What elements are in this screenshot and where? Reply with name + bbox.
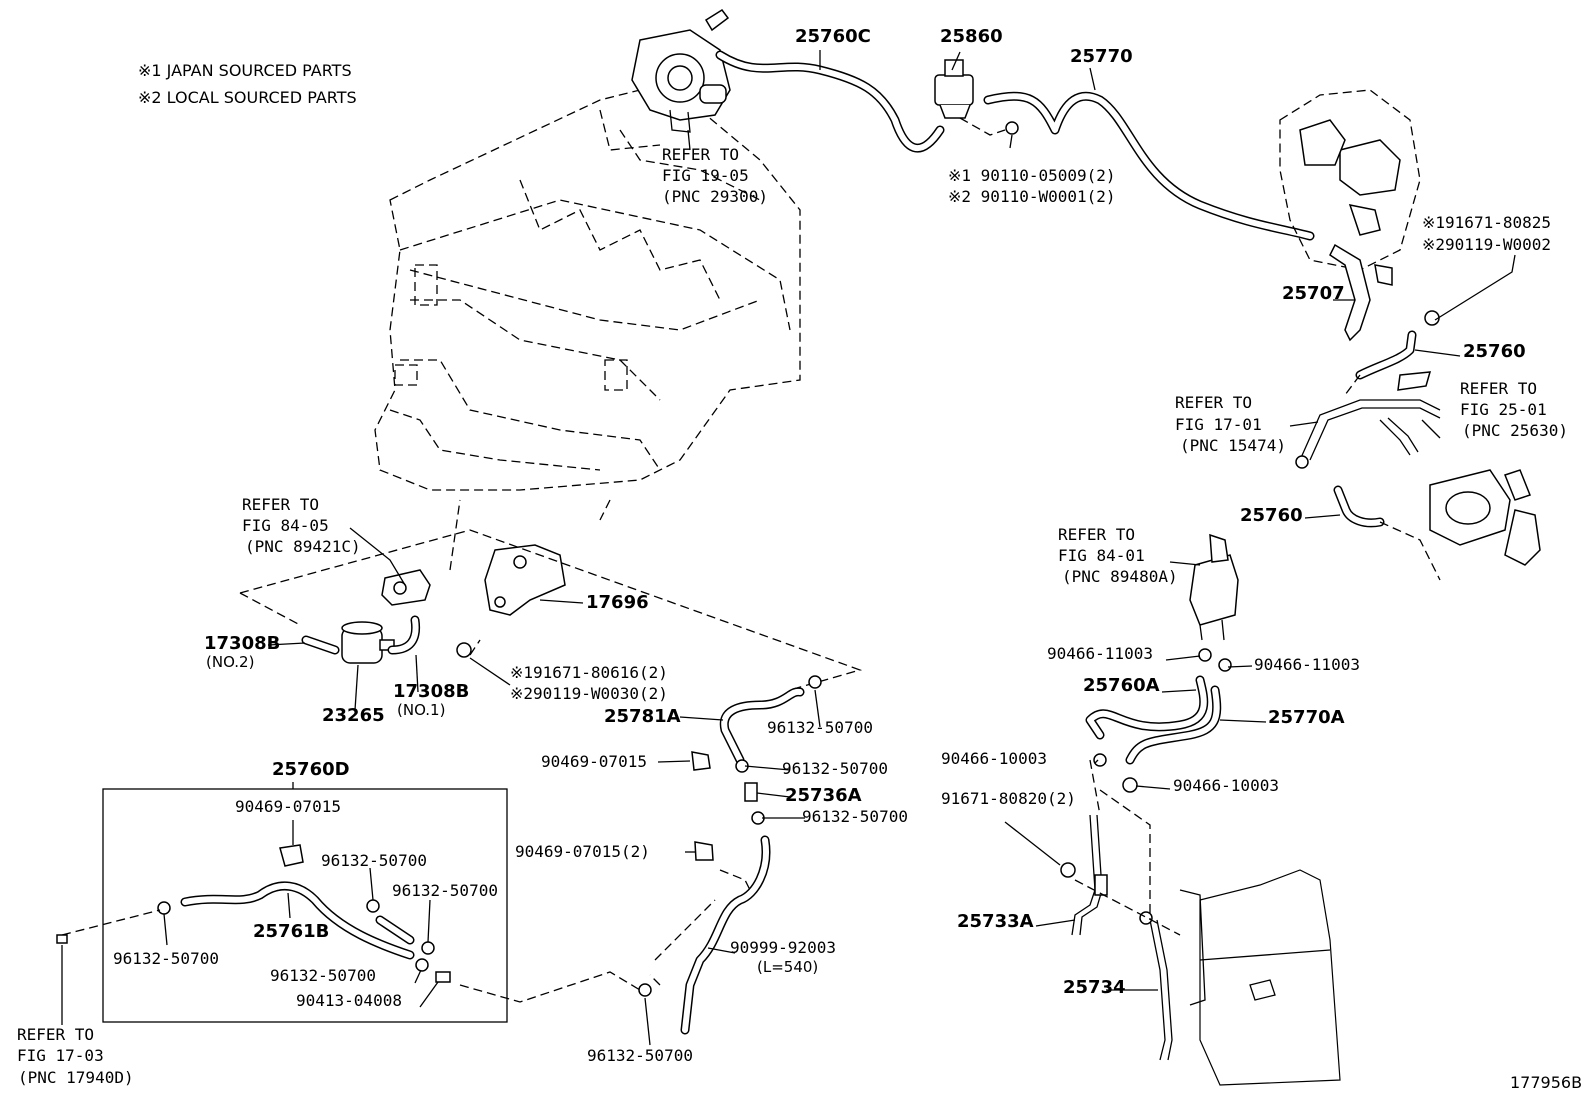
box-clamp-96132-a: 96132-50700 bbox=[321, 851, 427, 870]
filter-23265 bbox=[341, 621, 395, 664]
label-25760A: 25760A bbox=[1083, 675, 1160, 696]
guide-lines-right bbox=[1074, 374, 1441, 936]
bolt-90110-W0001: ※2 90110-W0001(2) bbox=[948, 187, 1116, 206]
hose-25770A bbox=[1125, 685, 1222, 765]
ref-17-03-line1: REFER TO bbox=[17, 1025, 94, 1044]
figure-id: 177956B bbox=[1510, 1073, 1582, 1092]
guide-lines-left bbox=[239, 499, 863, 691]
hose-25760-lower bbox=[1333, 485, 1385, 528]
note-japan-sourced: ※1 JAPAN SOURCED PARTS bbox=[138, 61, 352, 80]
hose-90999-92003: 90999-92003 bbox=[730, 938, 836, 957]
ref-25-01-line2: FIG 25-01 bbox=[1460, 400, 1547, 419]
label-25734: 25734 bbox=[1063, 977, 1126, 998]
ref-17-03-line2: FIG 17-03 bbox=[17, 1046, 104, 1065]
hose-length: (L=540) bbox=[757, 958, 818, 976]
bolt-left bbox=[456, 642, 472, 658]
ref-19-05-line3: (PNC 29300) bbox=[662, 187, 768, 206]
box-clip-90413-04008: 90413-04008 bbox=[296, 991, 402, 1010]
box-parts bbox=[56, 844, 641, 1003]
hose-25781A bbox=[719, 687, 805, 765]
transmission bbox=[1179, 869, 1341, 1086]
hose-25760-upper bbox=[1355, 330, 1417, 380]
hose-17308B bbox=[301, 615, 421, 655]
ref-84-05-line3: (PNC 89421C) bbox=[245, 537, 361, 556]
bracket-25707 bbox=[1329, 243, 1440, 342]
clamp-96132-50700-b: 96132-50700 bbox=[782, 759, 888, 778]
label-17308B-no2: 17308B bbox=[204, 633, 280, 654]
label-25736A: 25736A bbox=[785, 785, 862, 806]
label-25781A: 25781A bbox=[604, 706, 681, 727]
vsv-84-01 bbox=[1189, 533, 1239, 641]
ref-84-01-line3: (PNC 89480A) bbox=[1062, 567, 1178, 586]
bolt-91671-80825: ※191671-80825 bbox=[1422, 213, 1551, 232]
leader-lines bbox=[61, 50, 1516, 1046]
label-25760D: 25760D bbox=[272, 759, 350, 780]
label-25760C: 25760C bbox=[795, 26, 871, 47]
box-clamp-96132-b: 96132-50700 bbox=[392, 881, 498, 900]
vacuum-pump bbox=[631, 8, 731, 133]
ref-25-01-line3: (PNC 25630) bbox=[1462, 421, 1568, 440]
ref-84-05-line2: FIG 84-05 bbox=[242, 516, 329, 535]
clamp-96132-50700-bottom: 96132-50700 bbox=[587, 1046, 693, 1065]
clamps-96132-center bbox=[638, 675, 822, 997]
ref-19-05-line1: REFER TO bbox=[662, 145, 739, 164]
box-clamp-96132-d: 96132-50700 bbox=[270, 966, 376, 985]
label-17308B-no1: 17308B bbox=[393, 681, 469, 702]
label-25733A: 25733A bbox=[957, 911, 1034, 932]
ref-17-03-line3: (PNC 17940D) bbox=[18, 1068, 134, 1087]
ref-17-01-line2: FIG 17-01 bbox=[1175, 415, 1262, 434]
label-17696: 17696 bbox=[586, 592, 649, 613]
label-25860: 25860 bbox=[940, 26, 1003, 47]
ref-84-01-line2: FIG 84-01 bbox=[1058, 546, 1145, 565]
bracket-17696 bbox=[484, 544, 566, 616]
label-no1: (NO.1) bbox=[397, 701, 445, 719]
hose-90999 bbox=[680, 835, 771, 1035]
label-no2: (NO.2) bbox=[206, 653, 254, 671]
ref-84-05-line1: REFER TO bbox=[242, 495, 319, 514]
hose-25760A bbox=[1085, 675, 1209, 740]
ref-84-01-line1: REFER TO bbox=[1058, 525, 1135, 544]
label-25770: 25770 bbox=[1070, 46, 1133, 67]
pipes-25733A-25734 bbox=[1060, 814, 1173, 1061]
clamps-90466 bbox=[1093, 648, 1232, 793]
clamp-90466-10003-left: 90466-10003 bbox=[941, 749, 1047, 768]
ref-25-01-line1: REFER TO bbox=[1460, 379, 1537, 398]
box-25760D bbox=[102, 788, 508, 1023]
hose-25760C bbox=[715, 50, 945, 153]
bolt-91671-80820: 91671-80820(2) bbox=[941, 789, 1076, 808]
label-25770A: 25770A bbox=[1268, 707, 1345, 728]
turbo-housing bbox=[1279, 89, 1421, 271]
egr-valve bbox=[1429, 469, 1541, 566]
box-clamp-96132-c: 96132-50700 bbox=[113, 949, 219, 968]
clamp-90466-10003-right: 90466-10003 bbox=[1173, 776, 1279, 795]
label-25760-upper: 25760 bbox=[1463, 341, 1526, 362]
ref-17-01-line3: (PNC 15474) bbox=[1180, 436, 1286, 455]
clamp-96132-50700-c: 96132-50700 bbox=[802, 807, 908, 826]
sensor-84-05 bbox=[381, 569, 431, 606]
label-25760-lower: 25760 bbox=[1240, 505, 1303, 526]
bolt-90119-W0030: ※290119-W0030(2) bbox=[510, 684, 668, 703]
box-clamp-90469-07015: 90469-07015 bbox=[235, 797, 341, 816]
guide-lines-center bbox=[649, 869, 751, 986]
bolt-90119-W0002: ※290119-W0002 bbox=[1422, 235, 1551, 254]
bolt-91671-80616: ※191671-80616(2) bbox=[510, 663, 668, 682]
clamp-90466-11003-right: 90466-11003 bbox=[1254, 655, 1360, 674]
label-23265: 23265 bbox=[322, 705, 385, 726]
vsv-25860 bbox=[934, 59, 1019, 136]
clamp-90469-07015-a: 90469-07015 bbox=[541, 752, 647, 771]
label-25761B: 25761B bbox=[253, 921, 329, 942]
clamp-96132-50700-a: 96132-50700 bbox=[767, 718, 873, 737]
hose-25770 bbox=[983, 91, 1315, 241]
clamp-90466-11003-left: 90466-11003 bbox=[1047, 644, 1153, 663]
ref-17-01-line1: REFER TO bbox=[1175, 393, 1252, 412]
pipe-assembly-17-01 bbox=[1295, 371, 1441, 469]
note-local-sourced: ※2 LOCAL SOURCED PARTS bbox=[138, 88, 357, 107]
ref-19-05-line2: FIG 19-05 bbox=[662, 166, 749, 185]
label-25707: 25707 bbox=[1282, 283, 1345, 304]
clamp-90469-07015-2: 90469-07015(2) bbox=[515, 842, 650, 861]
bolt-90110-05009: ※1 90110-05009(2) bbox=[948, 166, 1116, 185]
